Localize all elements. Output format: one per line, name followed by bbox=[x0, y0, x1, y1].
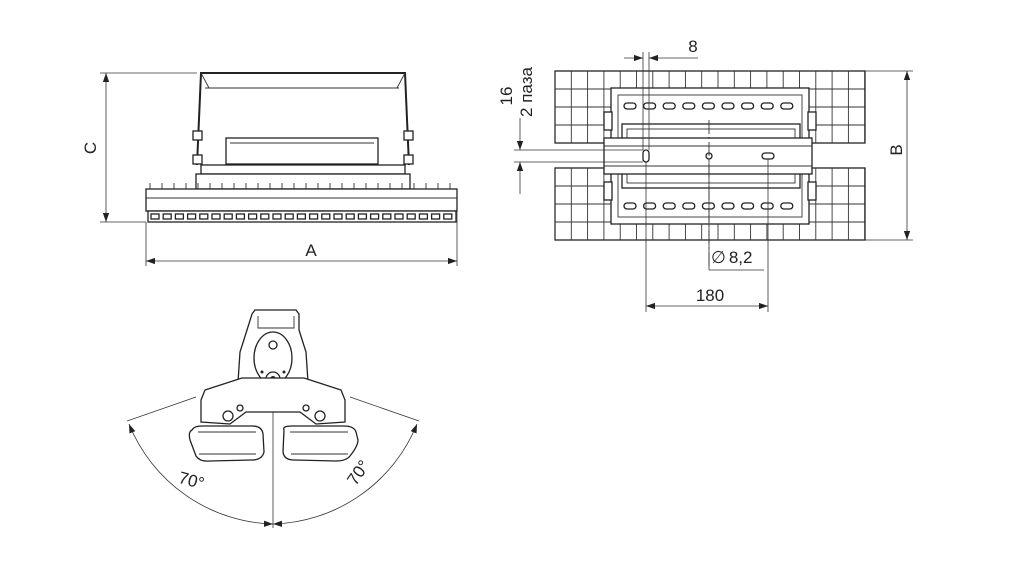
led bbox=[382, 213, 392, 220]
label-tilt-left: 70° bbox=[177, 468, 207, 493]
slot bbox=[740, 202, 755, 210]
led bbox=[308, 213, 319, 220]
lamp-head-left bbox=[188, 425, 265, 462]
dimension-c: C bbox=[81, 72, 197, 223]
label-slot-count: 2 паза bbox=[517, 67, 536, 117]
label-tilt-right: 70° bbox=[343, 457, 373, 489]
dimension-16: 16 2 паза bbox=[497, 67, 643, 194]
hinge-block bbox=[200, 377, 346, 425]
dimension-b: B bbox=[865, 70, 913, 241]
diameter-symbol: ∅ bbox=[711, 248, 726, 267]
led bbox=[199, 213, 209, 220]
slot bbox=[760, 102, 774, 110]
diameter-value: 8,2 bbox=[729, 248, 753, 267]
led bbox=[247, 213, 258, 220]
plate-slots bbox=[623, 102, 794, 210]
slot bbox=[662, 102, 676, 110]
dimension-8: 8 bbox=[624, 37, 698, 150]
led bbox=[186, 213, 197, 220]
label-diameter: ∅8,2 bbox=[711, 248, 752, 267]
front-view bbox=[145, 72, 458, 223]
led bbox=[418, 213, 429, 220]
slot bbox=[780, 102, 794, 110]
led bbox=[272, 213, 282, 220]
mount-bracket bbox=[196, 72, 410, 166]
led bbox=[345, 213, 355, 220]
led bbox=[443, 213, 453, 220]
top-view bbox=[554, 70, 866, 241]
label-180: 180 bbox=[696, 286, 724, 305]
slot bbox=[642, 202, 657, 210]
tilt-arc-left bbox=[128, 423, 274, 527]
led bbox=[406, 213, 416, 220]
led bbox=[223, 213, 233, 220]
slot bbox=[701, 102, 716, 110]
led bbox=[296, 213, 307, 220]
led bbox=[430, 213, 441, 220]
heatsink-body bbox=[145, 188, 458, 212]
slot bbox=[740, 102, 755, 110]
led bbox=[394, 213, 404, 220]
slot bbox=[623, 202, 637, 210]
slot bbox=[682, 102, 696, 110]
slot bbox=[721, 202, 735, 210]
led bbox=[211, 213, 221, 220]
slot bbox=[662, 202, 676, 210]
led bbox=[369, 213, 380, 220]
lamp-head-right bbox=[282, 425, 359, 462]
led bbox=[284, 213, 294, 220]
slot bbox=[642, 102, 657, 110]
heatsink-fins bbox=[149, 183, 451, 189]
slot-right bbox=[761, 152, 775, 160]
slot bbox=[682, 202, 696, 210]
tilt-arc-right bbox=[272, 423, 418, 527]
slot bbox=[623, 102, 637, 110]
led bbox=[333, 213, 343, 220]
led-row bbox=[150, 213, 453, 220]
slot bbox=[780, 202, 794, 210]
label-16: 16 bbox=[497, 87, 516, 106]
led bbox=[150, 213, 160, 220]
slot-left bbox=[642, 149, 650, 163]
dimension-180: 180 bbox=[645, 159, 769, 312]
slot bbox=[701, 202, 716, 210]
dimension-diameter: ∅8,2 bbox=[708, 159, 764, 271]
driver-box bbox=[225, 137, 379, 165]
led bbox=[174, 213, 185, 220]
dimension-a: A bbox=[145, 211, 458, 266]
led bbox=[321, 213, 331, 220]
led bbox=[162, 213, 172, 220]
slot bbox=[721, 102, 735, 110]
led bbox=[235, 213, 246, 220]
label-c: C bbox=[81, 142, 100, 154]
side-view: 70° 70° bbox=[126, 309, 420, 528]
led bbox=[260, 213, 270, 220]
led bbox=[357, 213, 368, 220]
label-b: B bbox=[887, 144, 906, 155]
label-a: A bbox=[305, 241, 317, 260]
label-8: 8 bbox=[688, 37, 697, 56]
slot bbox=[760, 202, 774, 210]
